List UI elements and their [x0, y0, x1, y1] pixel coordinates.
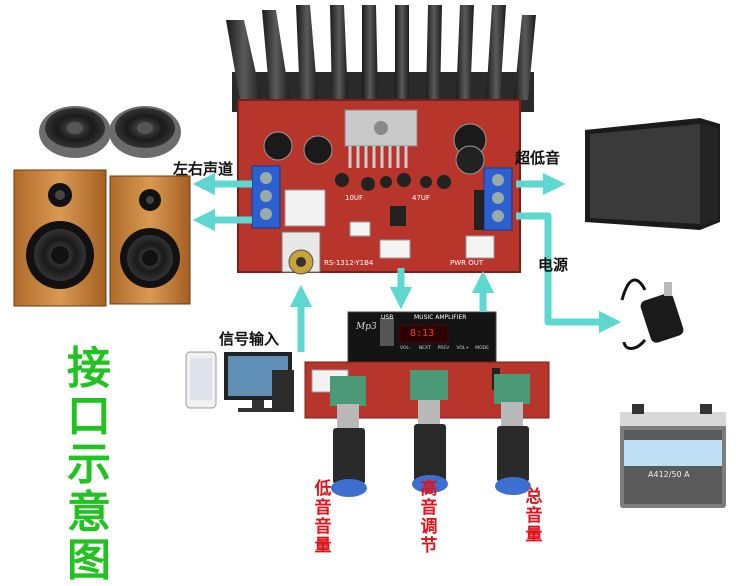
connection-arrows — [192, 172, 622, 352]
module-button-prev[interactable]: PREV — [437, 346, 450, 351]
label-left-right-channel: 左右声道 — [173, 160, 234, 178]
label-subwoofer: 超低音 — [515, 149, 561, 167]
module-button-vol-down[interactable]: VOL- — [400, 346, 411, 351]
phone-and-monitor-icon — [185, 351, 294, 412]
board-mark-model: RS-1312-Y1B4 — [324, 259, 374, 267]
board-mark-pwr-out: PWR OUT — [450, 259, 484, 267]
module-button-next[interactable]: NEXT — [418, 346, 431, 351]
label-power: 电源 — [538, 256, 569, 274]
mp3-module — [347, 311, 497, 363]
module-button-vol-up[interactable]: VOL+ — [456, 346, 470, 351]
module-title: MUSIC AMPLIFIER — [414, 314, 467, 321]
tone-control-board — [304, 361, 550, 497]
board-mark-cap-a: 10UF — [345, 194, 364, 202]
subwoofer-cabinet-icon — [585, 118, 720, 230]
bookshelf-speakers-icon — [13, 169, 191, 307]
power-adapter-icon — [620, 278, 684, 350]
module-usb-label: USB — [381, 314, 394, 321]
interface-diagram-scene — [13, 5, 726, 508]
label-bass-volume: 低音音量 — [314, 479, 332, 556]
heatsink-icon — [226, 5, 536, 112]
label-master-volume: 总音量 — [525, 487, 543, 545]
amplifier-board — [237, 99, 521, 275]
module-logo: Mp3 — [356, 322, 377, 332]
module-buttons: VOL- NEXT PREV VOL+ MODE — [400, 346, 492, 351]
board-mark-cap-b: 47UF — [412, 194, 431, 202]
arrow-to-power — [516, 212, 622, 334]
woofer-drivers-icon — [39, 106, 181, 158]
interface-diagram-title: 接口示意图 — [67, 343, 111, 586]
label-treble-adjust: 高音调节 — [420, 479, 438, 556]
label-signal-input: 信号输入 — [219, 330, 280, 348]
battery-icon — [620, 404, 726, 508]
module-button-mode[interactable]: MODE — [475, 346, 489, 351]
battery-model-label: A412/50 A — [648, 470, 690, 479]
module-display: 8:13 — [410, 328, 435, 339]
